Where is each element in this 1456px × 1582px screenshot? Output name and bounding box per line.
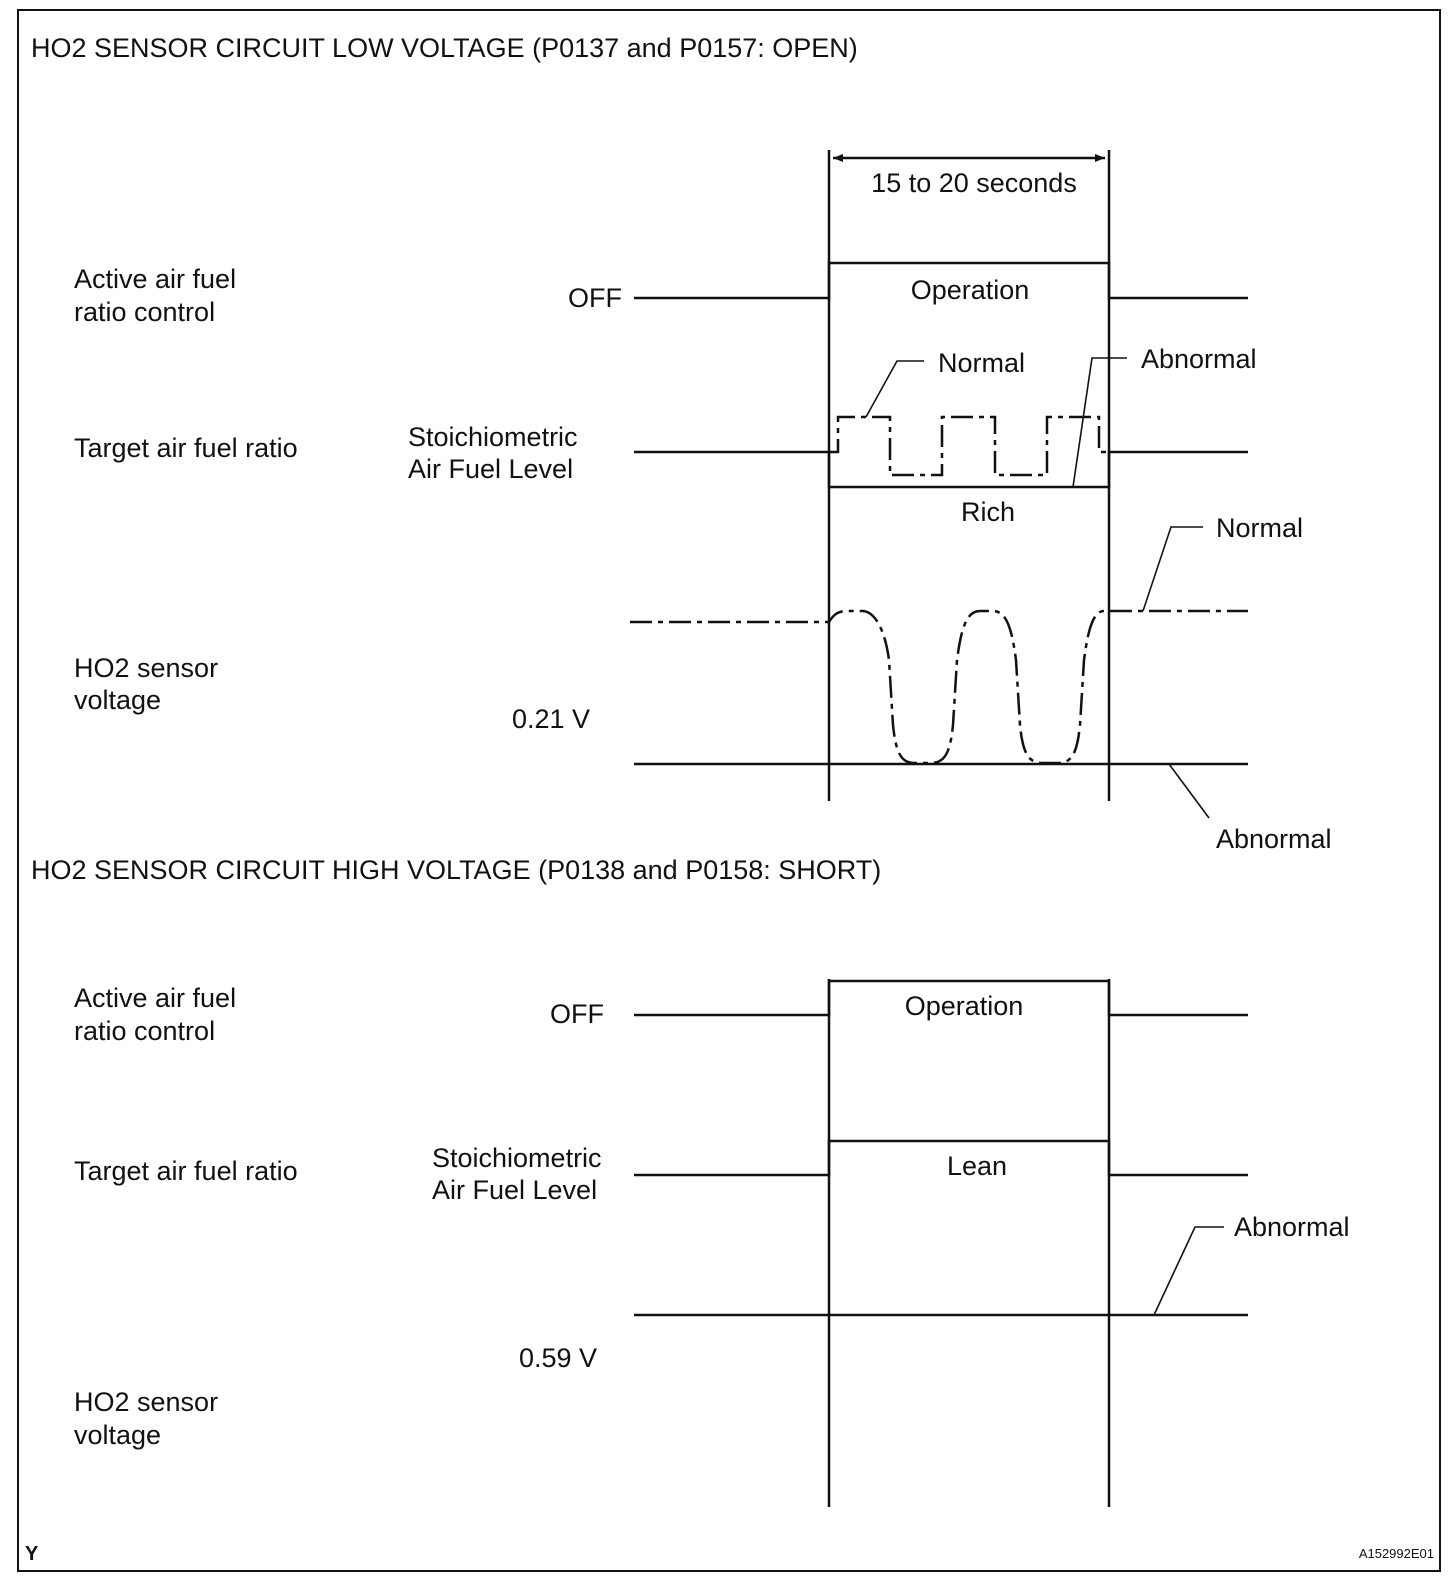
active-control-signal (634, 261, 1248, 300)
voltage-abnormal-label: Abnormal (1216, 824, 1332, 854)
diagram-frame (17, 9, 1441, 1572)
target-abnormal-label: Abnormal (1141, 344, 1257, 374)
target-normal-label: Normal (938, 348, 1025, 378)
sensor-voltage-label-line2: voltage (74, 685, 161, 715)
target-ratio-signal (634, 1139, 1248, 1177)
target-ratio-normal-signal (829, 415, 1109, 477)
sensor-voltage-label-line1: HO2 sensor (74, 653, 218, 683)
target-ratio-level-line1: Stoichiometric (432, 1143, 602, 1173)
sensor-voltage-normal-signal (630, 609, 1248, 765)
target-ratio-abnormal-signal (634, 450, 1248, 489)
corner-mark: Y (25, 1543, 39, 1565)
sensor-voltage-value: 0.59 V (519, 1343, 597, 1373)
voltage-abnormal-label: Abnormal (1234, 1212, 1350, 1242)
active-control-label-line2: ratio control (74, 297, 215, 327)
voltage-abnormal-leader (1168, 763, 1210, 819)
target-normal-leader (865, 360, 924, 418)
target-abnormal-leader (1072, 357, 1127, 488)
target-ratio-state-label: Lean (947, 1151, 1007, 1181)
duration-label: 15 to 20 seconds (871, 168, 1077, 198)
sensor-voltage-label-line1: HO2 sensor (74, 1387, 218, 1417)
sensor-voltage-label-line2: voltage (74, 1420, 161, 1450)
short-section: HO2 SENSOR CIRCUIT HIGH VOLTAGE (P0138 a… (31, 855, 1350, 1507)
voltage-abnormal-leader (1153, 1226, 1224, 1316)
active-control-off-label: OFF (568, 283, 622, 313)
active-control-state-label: Operation (905, 991, 1024, 1021)
target-ratio-level-line1: Stoichiometric (408, 422, 578, 452)
figure-id: A152992E01 (1359, 1546, 1434, 1561)
active-control-label-line2: ratio control (74, 1016, 215, 1046)
active-control-signal (634, 979, 1248, 1017)
voltage-normal-leader (1142, 526, 1203, 612)
open-section-title: HO2 SENSOR CIRCUIT LOW VOLTAGE (P0137 an… (31, 33, 858, 63)
sensor-voltage-value: 0.21 V (512, 704, 590, 734)
short-section-title: HO2 SENSOR CIRCUIT HIGH VOLTAGE (P0138 a… (31, 855, 881, 885)
target-ratio-level-line2: Air Fuel Level (432, 1175, 597, 1205)
active-control-label-line1: Active air fuel (74, 983, 236, 1013)
target-ratio-state-label: Rich (961, 497, 1015, 527)
active-control-off-label: OFF (550, 999, 604, 1029)
active-control-state-label: Operation (911, 275, 1030, 305)
target-ratio-level-line2: Air Fuel Level (408, 454, 573, 484)
voltage-normal-label: Normal (1216, 513, 1303, 543)
active-control-label-line1: Active air fuel (74, 264, 236, 294)
open-section: HO2 SENSOR CIRCUIT LOW VOLTAGE (P0137 an… (31, 33, 1332, 854)
target-ratio-label: Target air fuel ratio (74, 433, 298, 463)
target-ratio-label: Target air fuel ratio (74, 1156, 298, 1186)
